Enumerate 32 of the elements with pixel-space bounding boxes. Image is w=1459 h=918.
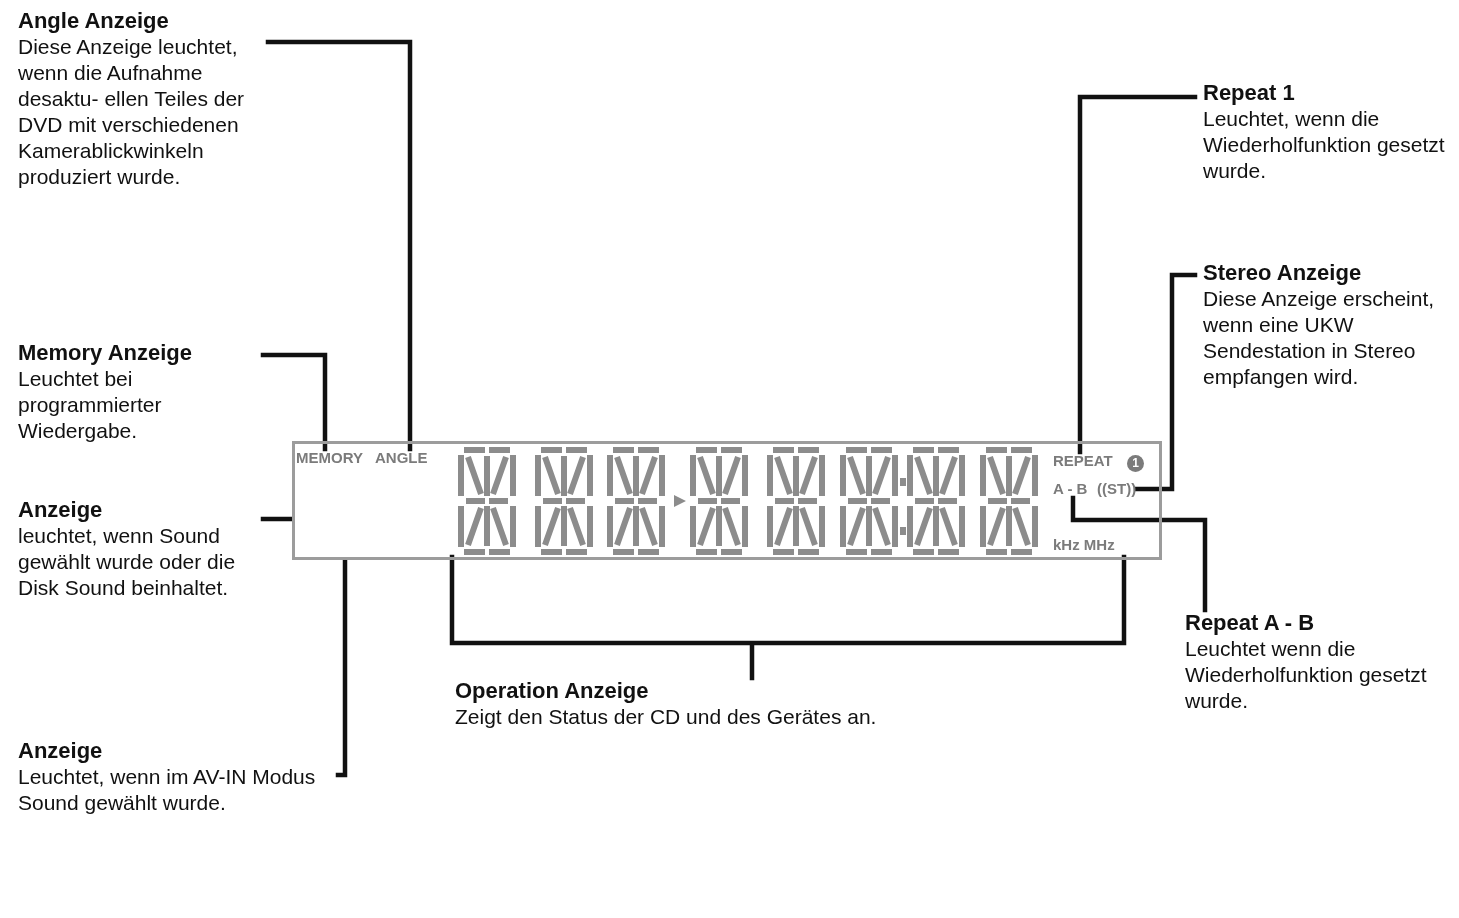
unit-label: kHz MHz [1053, 536, 1115, 554]
callout-description: Diese Anzeige erscheint, wenn eine UKW Sendestation in Stereo empfangen wird. [1203, 286, 1436, 390]
indicator-label: REPEAT [1053, 452, 1113, 470]
leader-line [260, 352, 328, 452]
leader-line [335, 557, 348, 778]
indicator-label: MEMORY [296, 449, 363, 467]
callout-description: leuchtet, wenn Sound gewählt wurde oder die Disk Sound beinhaltet. [18, 523, 237, 601]
callout-heading: Repeat A - B [1185, 610, 1316, 636]
leader-line [1077, 94, 1198, 455]
callout-heading: Stereo Anzeige [1203, 260, 1363, 286]
callout-heading: Operation Anzeige [455, 678, 650, 704]
display-panel [292, 441, 1162, 560]
callout-description: Leuchtet wenn die Wiederholfunktion gesetzt wurde. [1185, 636, 1428, 714]
callout-description: Diese Anzeige leuchtet, wenn die Aufnahme desaktu- ellen Teiles der DVD mit verschiedenen Kamerablickwinkeln produziert wurde. [18, 34, 246, 190]
callout-description: Leuchtet, wenn die Wiederholfunktion gesetzt wurde. [1203, 106, 1445, 184]
callout-heading: Anzeige [18, 497, 104, 523]
callout-description: Leuchtet bei programmierter Wiedergabe. [18, 366, 163, 444]
leader-line [260, 516, 295, 522]
callout-heading: Repeat 1 [1203, 80, 1296, 106]
leader-line [1070, 495, 1208, 613]
callout-heading: Memory Anzeige [18, 340, 193, 366]
bracket-leader-line [449, 554, 1127, 681]
circled-number: 1 [1127, 455, 1144, 472]
leader-line [265, 39, 413, 452]
callout-heading: Anzeige [18, 738, 104, 764]
leader-line [1133, 272, 1198, 492]
callout-heading: Angle Anzeige [18, 8, 170, 34]
callout-description: Leuchtet, wenn im AV-IN Modus Sound gewählt wurde. [18, 764, 317, 816]
indicator-label: A - B [1053, 480, 1088, 498]
indicator-label: ANGLE [375, 449, 428, 467]
indicator-label: ((ST)) [1097, 480, 1137, 498]
callout-description: Zeigt den Status der CD und des Gerätes an. [455, 704, 878, 730]
